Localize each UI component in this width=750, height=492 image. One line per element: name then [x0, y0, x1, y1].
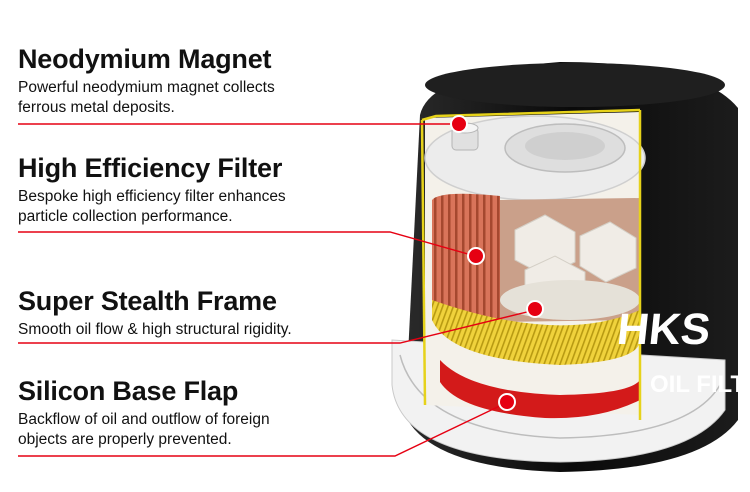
feature-description: Backflow of oil and outflow of foreign o… — [18, 410, 270, 450]
description-line: particle collection performance. — [18, 208, 233, 225]
feature-description: Bespoke high efficiency filter enhances … — [18, 187, 286, 227]
description-line: Powerful neodymium magnet collects — [18, 79, 275, 96]
feature-title: Super Stealth Frame — [18, 286, 277, 316]
feature-title: Silicon Base Flap — [18, 376, 239, 406]
description-line: Backflow of oil and outflow of foreign — [18, 411, 270, 428]
feature-high-efficiency-filter: High Efficiency Filter Bespoke high effi… — [18, 153, 286, 227]
feature-description: Smooth oil flow & high structural rigidi… — [18, 320, 292, 340]
feature-title: High Efficiency Filter — [18, 153, 283, 183]
callout-line-base-flap — [18, 402, 507, 457]
feature-description: Powerful neodymium magnet collects ferro… — [18, 78, 275, 118]
feature-silicon-base-flap: Silicon Base Flap Backflow of oil and ou… — [18, 376, 270, 450]
feature-super-stealth-frame: Super Stealth Frame Smooth oil flow & hi… — [18, 286, 292, 340]
feature-neodymium-magnet: Neodymium Magnet Powerful neodymium magn… — [18, 44, 275, 118]
description-line: Bespoke high efficiency filter enhances — [18, 188, 286, 205]
cutaway-interior — [420, 108, 646, 420]
callout-line-filter — [18, 231, 476, 257]
product-brand-text: HKS — [615, 305, 713, 354]
callout-dot-base-flap — [498, 393, 516, 411]
callout-dot-filter — [467, 247, 485, 265]
product-label-text: OIL FILTER — [650, 371, 750, 398]
feature-title: Neodymium Magnet — [18, 44, 272, 74]
description-line: ferrous metal deposits. — [18, 99, 175, 116]
description-line: Smooth oil flow & high structural rigidi… — [18, 321, 292, 338]
callout-dot-frame — [526, 300, 544, 318]
description-line: objects are properly prevented. — [18, 431, 232, 448]
callout-line-frame — [18, 309, 536, 344]
callout-dot-magnet — [450, 115, 468, 133]
